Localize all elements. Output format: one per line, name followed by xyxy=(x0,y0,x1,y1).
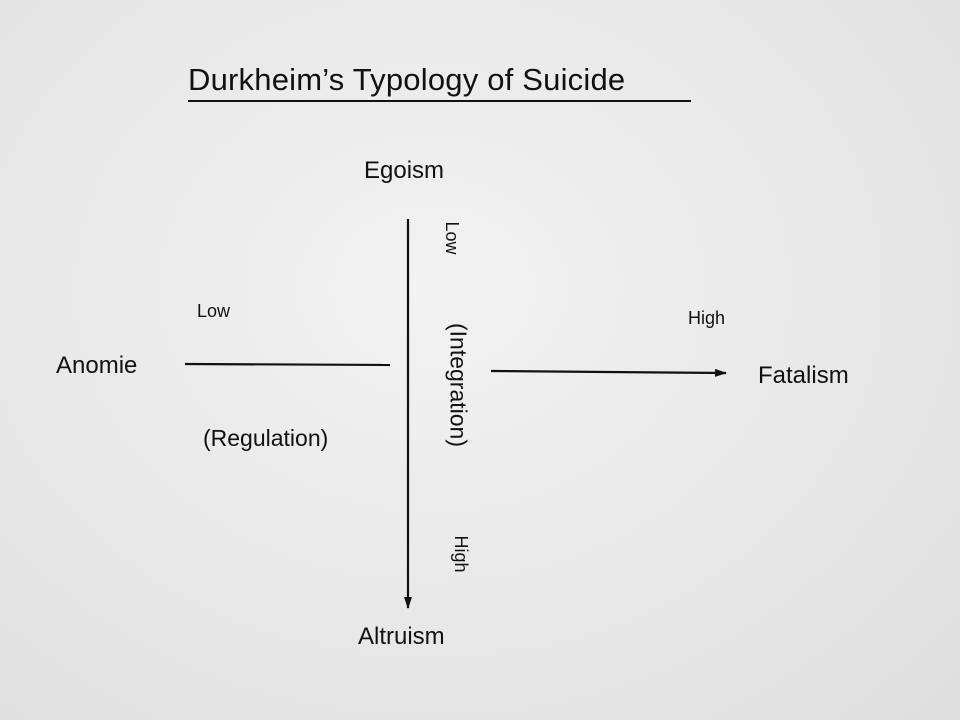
regulation-axis-left-segment xyxy=(184,362,391,367)
integration-axis-label: (Integration) xyxy=(445,322,472,448)
anomie-label: Anomie xyxy=(56,352,138,379)
fatalism-label: Fatalism xyxy=(758,362,849,389)
diagram-title: Durkheim’s Typology of Suicide xyxy=(188,62,626,97)
integration-low-label: Low xyxy=(442,221,462,255)
egoism-label: Egoism xyxy=(364,157,445,184)
regulation-axis-label: (Regulation) xyxy=(203,425,329,451)
title-underline xyxy=(188,100,691,102)
regulation-low-label: Low xyxy=(197,301,231,321)
integration-high-label: High xyxy=(451,535,471,573)
regulation-axis-right-arrow xyxy=(490,368,727,377)
regulation-high-label: High xyxy=(688,308,726,328)
altruism-label: Altruism xyxy=(358,623,445,650)
